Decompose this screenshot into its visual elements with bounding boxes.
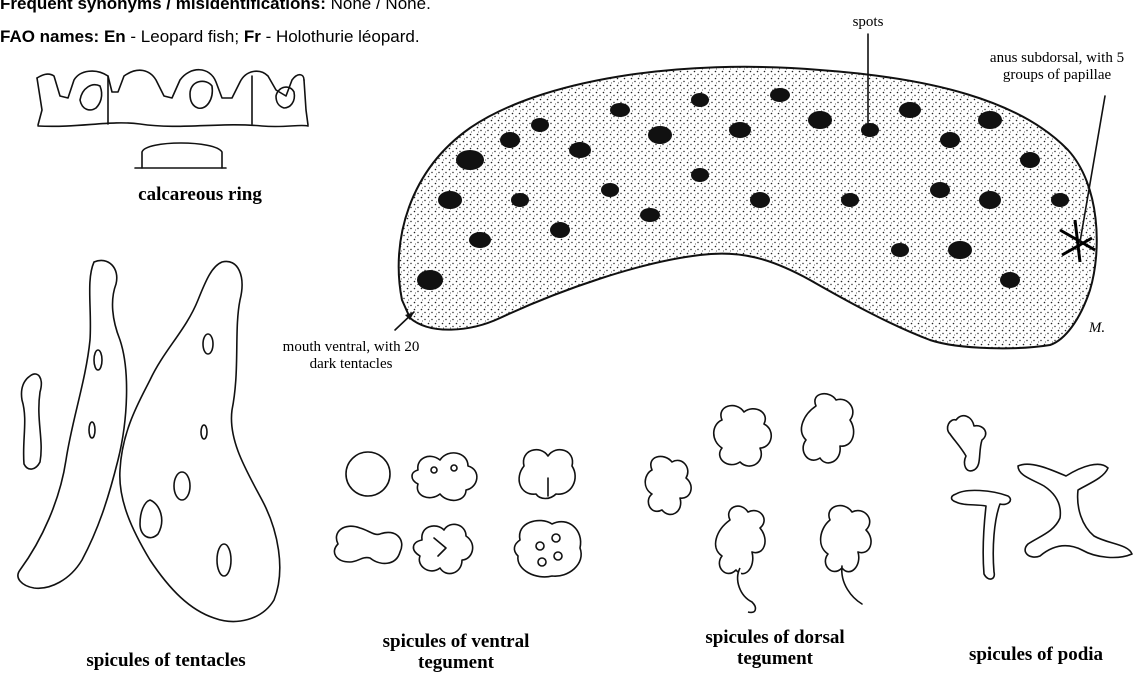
tentacle-spicules-drawing [18,260,280,621]
dorsal-tegument-caption: spicules of dorsal tegument [680,627,870,669]
podia-spicules-drawing [948,416,1132,579]
anus-label: anus subdorsal, with 5 groups of papilla… [968,50,1146,84]
sea-cucumber-drawing [399,67,1097,349]
dorsal-spicules-drawing [645,394,871,613]
calcareous-ring-caption: calcareous ring [100,184,300,205]
tentacles-caption: spicules of tentacles [46,650,286,671]
calcareous-ring-drawing [37,70,308,168]
podia-caption: spicules of podia [936,644,1136,665]
mouth-label: mouth ventral, with 20 dark tentacles [282,339,420,373]
ventral-spicules-drawing [334,450,581,577]
artist-signature: M. [1084,320,1110,337]
spots-label: spots [836,14,900,31]
ventral-tegument-caption: spicules of ventral tegument [356,631,556,673]
